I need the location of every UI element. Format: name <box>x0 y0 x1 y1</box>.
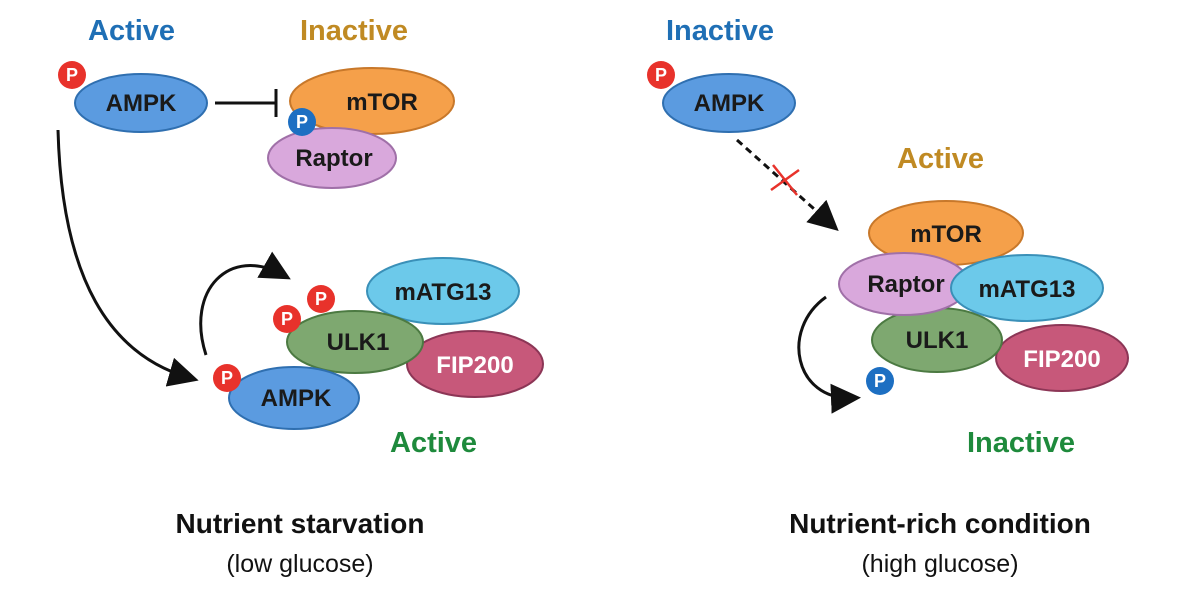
left-mtor-protein: mTOR <box>289 67 455 135</box>
right-subcaption: (high glucose) <box>861 550 1018 578</box>
left-ulk1-phospho-badge-1: P <box>273 305 301 333</box>
left-ampk-bound-protein: AMPK <box>228 366 360 430</box>
right-fip200-label: FIP200 <box>1023 346 1100 373</box>
right-caption: Nutrient-rich condition <box>789 508 1091 539</box>
left-raptor-protein: Raptor <box>267 127 397 189</box>
left-ulk1-protein: ULK1 <box>286 310 424 374</box>
left-ampk-phospho-badge: P <box>58 61 86 89</box>
phospho-label: P <box>296 112 308 132</box>
left-inactive-label: Inactive <box>300 15 408 47</box>
right-ampk-phospho-badge: P <box>647 61 675 89</box>
right-matg13-protein: mATG13 <box>950 254 1104 322</box>
left-caption: Nutrient starvation <box>176 508 425 539</box>
left-fip200-label: FIP200 <box>436 352 513 379</box>
ulk1-phosphorylation-arrow <box>199 251 291 356</box>
phospho-label: P <box>874 371 886 391</box>
right-inactive-label: Inactive <box>666 15 774 47</box>
raptor-phosphorylation-arrow <box>797 295 861 414</box>
phospho-label: P <box>66 65 78 85</box>
right-complex-inactive-label: Inactive <box>967 427 1075 459</box>
right-mtor-protein: mTOR <box>868 200 1024 266</box>
blocked-dashed-arrow <box>735 138 839 232</box>
phospho-label: P <box>281 309 293 329</box>
left-ampk-label: AMPK <box>106 90 177 117</box>
right-raptor-protein: Raptor <box>838 252 970 316</box>
right-raptor-label: Raptor <box>867 271 944 298</box>
left-complex-active-label: Active <box>390 427 477 459</box>
right-ampk-label: AMPK <box>694 90 765 117</box>
left-subcaption: (low glucose) <box>226 550 373 578</box>
phospho-label: P <box>315 289 327 309</box>
phospho-label: P <box>221 368 233 388</box>
inhibition-arrow <box>215 89 278 117</box>
right-fip200-protein: FIP200 <box>995 324 1129 392</box>
left-raptor-label: Raptor <box>295 145 372 172</box>
left-fip200-protein: FIP200 <box>406 330 544 398</box>
right-ulk1-phospho-badge: P <box>866 367 894 395</box>
left-matg13-label: mATG13 <box>395 279 492 306</box>
left-ampk-bound-label: AMPK <box>261 385 332 412</box>
ampk-translocation-arrow <box>56 129 199 387</box>
phospho-label: P <box>655 65 667 85</box>
left-raptor-phospho-badge: P <box>288 108 316 136</box>
left-active-label: Active <box>88 15 175 47</box>
block-x-mark <box>770 164 800 196</box>
right-active-label: Active <box>897 143 984 175</box>
left-mtor-label: mTOR <box>346 89 418 116</box>
right-ampk-protein: AMPK <box>662 73 796 133</box>
right-matg13-label: mATG13 <box>979 276 1076 303</box>
left-ulk1-label: ULK1 <box>327 329 390 356</box>
left-ulk1-phospho-badge-2: P <box>307 285 335 313</box>
right-ulk1-label: ULK1 <box>906 327 969 354</box>
left-matg13-protein: mATG13 <box>366 257 520 325</box>
right-mtor-label: mTOR <box>910 221 982 248</box>
left-ampk-bound-phospho-badge: P <box>213 364 241 392</box>
left-ampk-protein: AMPK <box>74 73 208 133</box>
right-ulk1-protein: ULK1 <box>871 307 1003 373</box>
